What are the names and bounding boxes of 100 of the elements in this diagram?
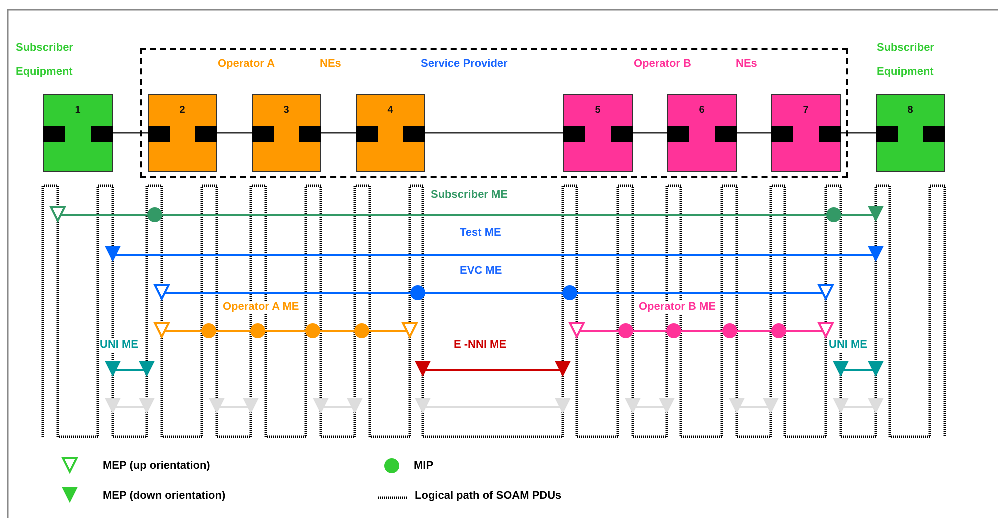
group-label: NEs <box>736 58 758 71</box>
mip-icon <box>618 324 634 338</box>
mep-down-icon <box>555 398 571 414</box>
element-number: 3 <box>282 105 290 116</box>
mep-down-icon <box>625 398 641 414</box>
connector-line <box>681 330 723 332</box>
connector-line <box>841 214 873 216</box>
connector-line <box>633 330 667 332</box>
legend-text: Logical path of SOAM PDUs <box>415 490 562 503</box>
connector-line <box>737 330 772 332</box>
mip-icon <box>410 286 426 300</box>
connector-line <box>321 132 356 134</box>
connector-line <box>165 292 411 294</box>
mip-icon <box>826 208 842 222</box>
connector-line <box>116 254 873 256</box>
network-element-box <box>876 94 945 172</box>
connector-line <box>633 132 667 134</box>
group-label: Operator B <box>634 58 692 71</box>
group-label: NEs <box>320 58 342 71</box>
legend-text: MEP (down orientation) <box>103 490 226 503</box>
mip-icon <box>354 324 370 338</box>
mep-down-icon <box>833 398 849 414</box>
mep-down-icon <box>139 398 155 414</box>
me-label: UNI ME <box>99 339 140 352</box>
mep-down-icon <box>347 398 363 414</box>
mep-down-icon <box>763 398 779 414</box>
dashed-boundary <box>140 48 848 178</box>
legend-text: MIP <box>414 460 434 473</box>
connector-line <box>577 292 823 294</box>
connector-line <box>324 406 352 408</box>
element-number: 7 <box>802 105 810 116</box>
mip-icon <box>772 324 786 338</box>
mep-up-icon <box>568 322 586 340</box>
connector-line <box>320 330 355 332</box>
mep-up-icon <box>153 284 171 302</box>
connector-line <box>369 330 407 332</box>
connector-line <box>844 406 873 408</box>
network-element-box <box>148 94 217 172</box>
mep-down-icon <box>243 398 259 414</box>
network-element-box <box>667 94 737 172</box>
mep-up-icon <box>817 322 835 340</box>
connector-line <box>216 330 251 332</box>
mep-down-icon <box>105 246 121 262</box>
mep-down-icon <box>313 398 329 414</box>
connector-line <box>786 330 823 332</box>
connector-line <box>737 132 771 134</box>
connector-line <box>425 132 563 134</box>
network-element-box <box>252 94 321 172</box>
mep-down-icon <box>415 362 431 378</box>
connector-line <box>61 214 148 216</box>
connector-line <box>844 369 873 371</box>
connector-line <box>740 406 768 408</box>
mip-icon <box>148 208 162 222</box>
group-label: Operator A <box>218 58 276 71</box>
mip-icon <box>666 324 682 338</box>
mep-down-icon <box>105 362 121 378</box>
mep-down-icon <box>139 362 155 378</box>
mep-down-icon <box>868 246 884 262</box>
mep-down-icon <box>209 398 225 414</box>
mep-up-icon <box>49 206 67 224</box>
element-number: 8 <box>906 105 914 116</box>
mep-down-icon <box>868 398 884 414</box>
caption-text: Subscriber Equipment <box>16 41 74 80</box>
mip-icon <box>562 286 578 300</box>
connector-line <box>426 406 560 408</box>
connector-line <box>426 369 560 371</box>
group-label: Service Provider <box>421 58 508 71</box>
network-element-box <box>356 94 425 172</box>
mep-up-icon <box>153 322 171 340</box>
mep-up-icon <box>401 322 419 340</box>
connector-line <box>220 406 248 408</box>
me-label: UNI ME <box>828 339 868 352</box>
mep-down-icon <box>105 398 121 414</box>
connector-line <box>116 406 144 408</box>
element-number: 4 <box>386 105 394 116</box>
mip-icon <box>306 324 320 338</box>
element-number: 5 <box>594 105 602 116</box>
connector-line <box>580 330 619 332</box>
mep-down-icon <box>729 398 745 414</box>
connector-line <box>217 132 252 134</box>
element-number: 6 <box>698 105 706 116</box>
mep-down-icon <box>555 362 571 378</box>
element-number: 1 <box>74 105 82 116</box>
connector-line <box>113 132 148 134</box>
connector-line <box>162 214 827 216</box>
caption-text: Subscriber Equipment <box>877 41 936 80</box>
mep-down-icon <box>659 398 675 414</box>
mep-up-icon <box>817 284 835 302</box>
connector-line <box>116 369 144 371</box>
mip-icon <box>250 324 266 338</box>
connector-line <box>265 330 306 332</box>
network-element-box <box>771 94 841 172</box>
network-element-box <box>43 94 113 172</box>
mep-down-icon <box>415 398 431 414</box>
connector-line <box>636 406 664 408</box>
mep-down-icon <box>833 362 849 378</box>
me-label: Operator A ME <box>222 301 300 314</box>
network-element-box <box>563 94 633 172</box>
connector-line <box>841 132 876 134</box>
element-number: 2 <box>178 105 186 116</box>
